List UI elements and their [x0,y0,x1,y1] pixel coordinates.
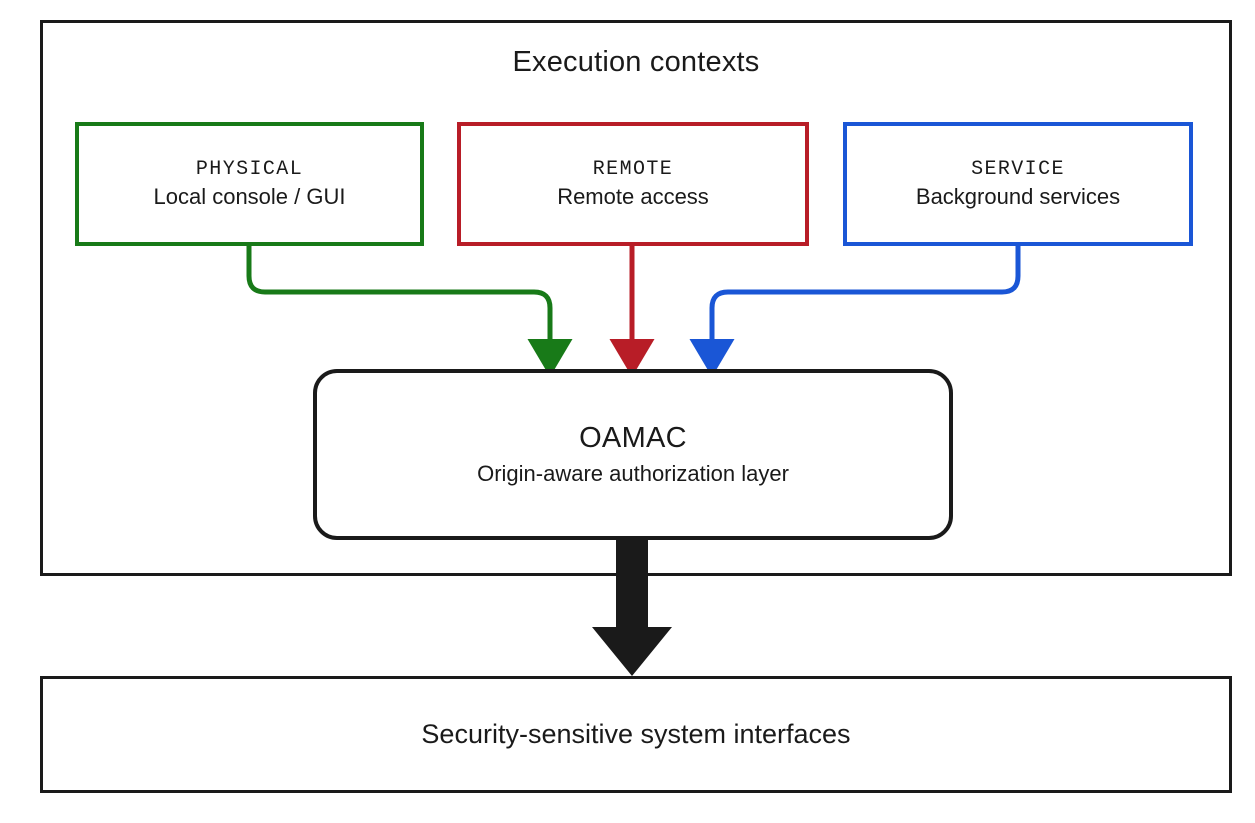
context-physical-description: Local console / GUI [153,184,346,209]
oamac-box: OAMAC Origin-aware authorization layer [313,369,953,540]
security-interfaces-container: Security-sensitive system interfaces [40,676,1232,793]
security-interfaces-label: Security-sensitive system interfaces [421,719,851,749]
context-remote-code: REMOTE [592,158,674,181]
execution-contexts-title: Execution contexts [512,46,760,78]
context-service-description: Background services [915,184,1121,209]
context-remote-description: Remote access [557,184,709,209]
context-box-remote: REMOTE Remote access [457,122,809,246]
context-physical-code: PHYSICAL [195,158,304,181]
context-box-physical: PHYSICAL Local console / GUI [75,122,424,246]
oamac-subtitle: Origin-aware authorization layer [477,461,789,486]
context-service-code: SERVICE [971,158,1065,181]
oamac-title: OAMAC [579,422,687,454]
context-box-service: SERVICE Background services [843,122,1193,246]
